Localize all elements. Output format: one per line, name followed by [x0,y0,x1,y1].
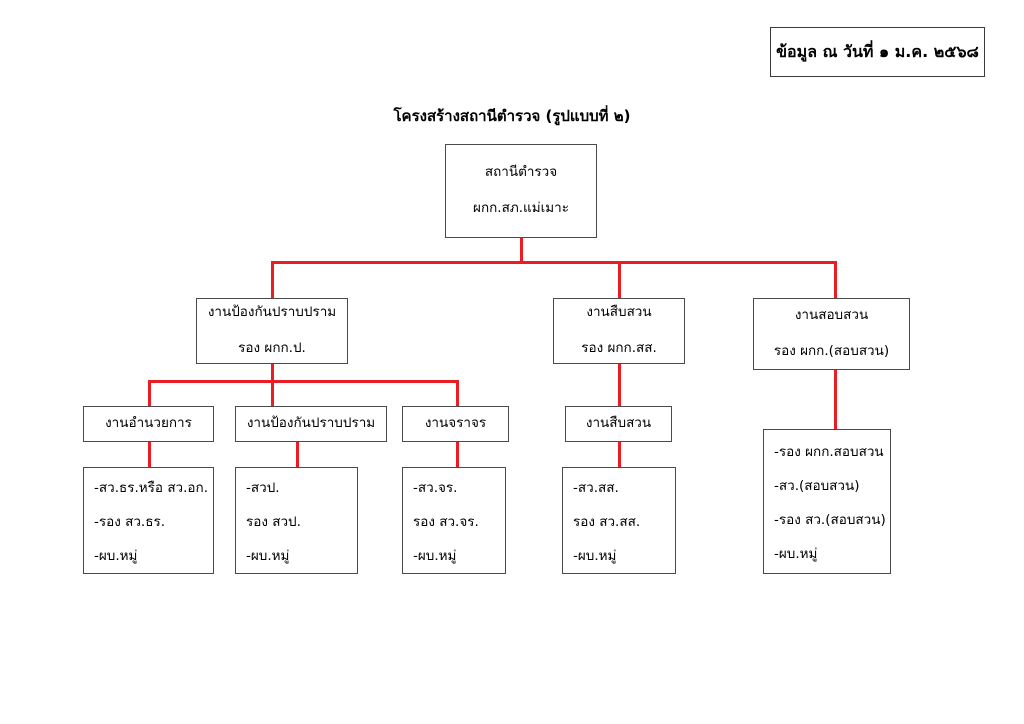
node-division-investigation-role: รอง ผกก.สส. [581,340,657,356]
connector-prevention-down [271,363,274,383]
node-unit-investigation-label: งานสืบสวน [585,415,652,432]
node-division-prevention-role: รอง ผกก.ป. [238,340,306,356]
node-division-investigation[interactable]: งานสืบสวน รอง ผกก.สส. [553,298,685,364]
staff-line: -รอง สว.ธร. [94,513,166,530]
staff-line: รอง สวป. [246,513,301,530]
staff-line: -ผบ.หมู่ [246,547,290,564]
node-division-inquiry-role: รอง ผกก.(สอบสวน) [773,343,890,359]
staff-line: -รอง สว.(สอบสวน) [774,511,886,528]
node-division-prevention[interactable]: งานป้องกันปราบปราม รอง ผกก.ป. [196,298,348,364]
staff-line: -รอง ผกก.สอบสวน [774,443,884,460]
node-unit-traffic[interactable]: งานจราจร [402,406,509,442]
staff-line: -ผบ.หมู่ [94,547,138,564]
connector-to-traffic-unit [456,380,459,407]
connector-to-prevention-division [271,261,274,299]
connector-to-admin-unit [148,380,151,407]
connector-admin-unit-to-staff [148,441,151,468]
staff-box-inquiry[interactable]: -รอง ผกก.สอบสวน -สว.(สอบสวน) -รอง สว.(สอ… [763,429,891,574]
chart-title: โครงสร้างสถานีตำรวจ (รูปแบบที่ ๒) [393,107,631,125]
node-unit-admin-label: งานอำนวยการ [105,415,192,432]
node-police-station-title: สถานีตำรวจ [484,164,558,181]
node-division-investigation-title: งานสืบสวน [586,304,652,321]
node-unit-traffic-label: งานจราจร [424,415,487,432]
connector-to-prevention-unit [271,380,274,407]
node-police-station[interactable]: สถานีตำรวจ ผกก.สภ.แม่เมาะ [445,144,597,238]
data-as-of-text: ข้อมูล ณ วันที่ ๑ ม.ค. ๒๕๖๘ [776,41,979,61]
staff-line: -ผบ.หมู่ [774,545,818,562]
staff-box-admin[interactable]: -สว.ธร.หรือ สว.อก. -รอง สว.ธร. -ผบ.หมู่ [83,467,214,574]
connector-to-investigation-division [618,261,621,299]
staff-box-traffic[interactable]: -สว.จร. รอง สว.จร. -ผบ.หมู่ [402,467,506,574]
staff-box-prevention[interactable]: -สวป. รอง สวป. -ผบ.หมู่ [235,467,358,574]
staff-line: -ผบ.หมู่ [413,547,457,564]
staff-box-investigation[interactable]: -สว.สส. รอง สว.สส. -ผบ.หมู่ [562,467,676,574]
staff-line: -ผบ.หมู่ [573,547,617,564]
connector-investigation-unit-to-staff [618,441,621,468]
connector-investigation-down [618,363,621,407]
staff-line: -สวป. [246,479,280,496]
node-unit-investigation[interactable]: งานสืบสวน [565,406,672,442]
connector-level2-bus [271,261,837,264]
connector-root-down [520,236,523,263]
node-unit-admin[interactable]: งานอำนวยการ [83,406,214,442]
staff-line: -สว.ธร.หรือ สว.อก. [94,479,208,496]
staff-line: -สว.(สอบสวน) [774,477,860,494]
connector-to-inquiry-division [834,261,837,299]
staff-line: -สว.จร. [413,479,458,496]
node-unit-prevention[interactable]: งานป้องกันปราบปราม [235,406,387,442]
node-division-prevention-title: งานป้องกันปราบปราม [207,304,337,321]
node-unit-prevention-label: งานป้องกันปราบปราม [246,415,376,432]
connector-traffic-unit-to-staff [456,441,459,468]
data-as-of-stamp: ข้อมูล ณ วันที่ ๑ ม.ค. ๒๕๖๘ [770,27,985,77]
connector-prevention-unit-to-staff [296,441,299,468]
staff-line: รอง สว.สส. [573,513,641,530]
node-division-inquiry[interactable]: งานสอบสวน รอง ผกก.(สอบสวน) [753,298,910,370]
node-police-station-role: ผกก.สภ.แม่เมาะ [473,200,569,216]
node-division-inquiry-title: งานสอบสวน [794,307,869,324]
staff-line: รอง สว.จร. [413,513,479,530]
connector-level3-bus [148,380,459,383]
staff-line: -สว.สส. [573,479,619,496]
connector-inquiry-down [834,370,837,430]
